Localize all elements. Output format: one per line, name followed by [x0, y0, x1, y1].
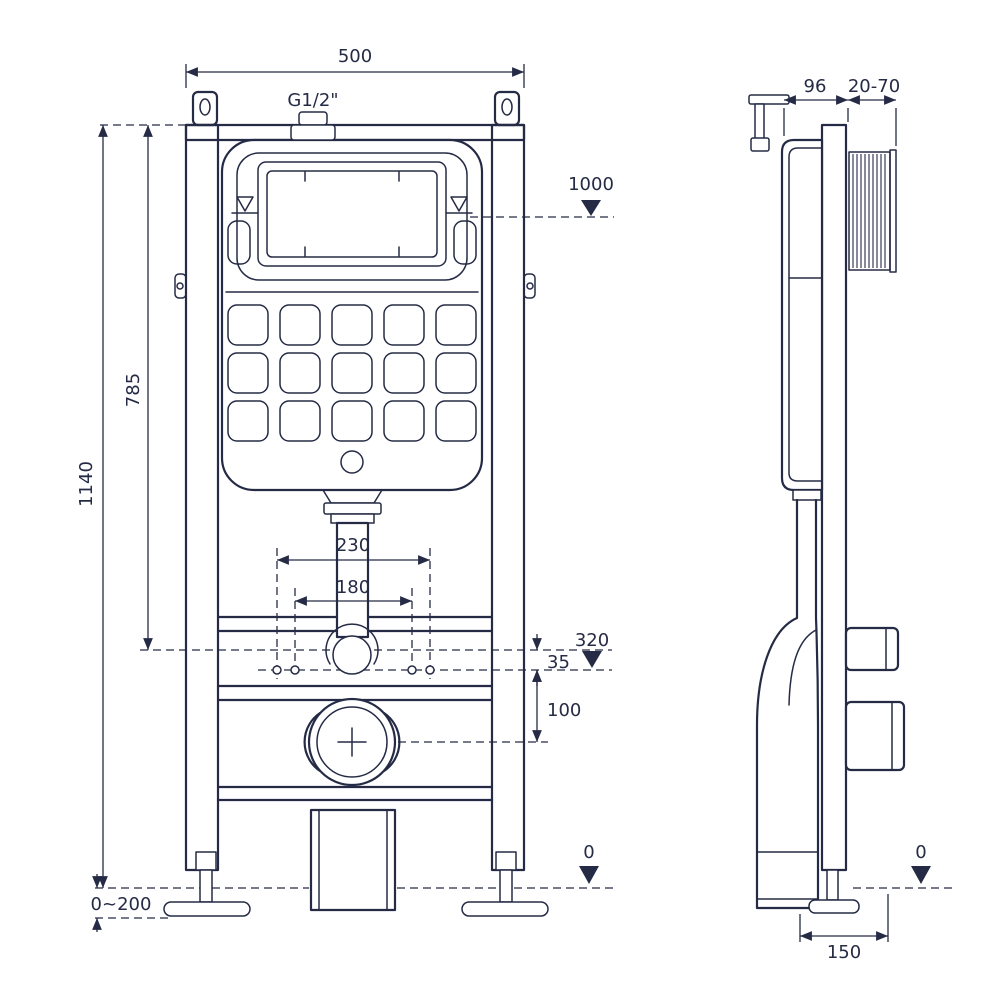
actuator-rod: [748, 94, 790, 152]
dim-35-label: 35: [547, 652, 570, 673]
outlet-funnel: [322, 489, 383, 504]
frame-top-rail: [184, 123, 526, 142]
pipe-bend-collar: [325, 623, 379, 665]
side-view: 96 20-70 0 150: [748, 76, 952, 963]
waste-outlet-inner: [316, 706, 388, 778]
wall-anchor-bracket: [848, 149, 897, 273]
side-clip-left: [227, 220, 251, 265]
cistern-side-body: [780, 138, 824, 492]
side-frame-post: [820, 123, 848, 872]
side-fixing-tab-right: [523, 273, 536, 299]
side-fixing-hole-left: [176, 282, 184, 290]
water-inlet-fitting: [290, 111, 336, 141]
inlet-spigot: [844, 626, 900, 672]
adjustable-foot-left: [163, 851, 251, 917]
pipe-flange: [323, 502, 382, 515]
outlet-box: [309, 808, 397, 912]
outlet-clamp-left: [303, 711, 322, 773]
dim-100-label: 100: [547, 700, 581, 721]
dim-20-70-label: 20-70: [848, 76, 900, 97]
dim-785-label: 785: [123, 373, 144, 407]
wall-bracket-tab-left: [191, 90, 219, 127]
adjustable-foot-right: [461, 851, 549, 917]
waste-bend: [755, 489, 822, 910]
dim-230-label: 230: [336, 535, 370, 556]
bend-outer-edge: [755, 498, 820, 910]
level-0-label-front: 0: [583, 842, 594, 863]
foot-range-label: 0~200: [91, 894, 152, 915]
bend-inner-edge: [814, 498, 820, 910]
bracket-hole-left: [199, 98, 211, 116]
outlet-spigot: [844, 700, 906, 772]
dim-500-label: 500: [338, 46, 372, 67]
cistern-drain-hole: [340, 450, 364, 474]
cistern-profile: [780, 138, 824, 492]
inlet-thread-label: G1/2": [287, 90, 338, 111]
pipe-coupler: [330, 513, 375, 524]
front-dimensions: 500 G1/2" 1000 785 1140 230 180 320 35 1…: [76, 46, 614, 932]
dim-1140-label: 1140: [76, 461, 97, 507]
connection-spigots: [844, 626, 906, 772]
cistern-body: [220, 138, 484, 492]
outlet-box-body: [309, 808, 397, 912]
flush-pipe: [322, 489, 383, 675]
side-fixing-hole-right: [526, 282, 534, 290]
side-adjustable-foot: [808, 869, 860, 914]
level-320-marker-icon: [582, 651, 602, 668]
bracket-wall-plate: [889, 149, 897, 273]
side-dimensions: 96 20-70 0 150: [783, 76, 952, 963]
flush-plate-opening: [266, 170, 438, 258]
waste-outlet: [303, 697, 401, 787]
water-level-symbol-right: [445, 196, 473, 214]
wall-bracket-tab-right: [493, 90, 521, 127]
bracket-thread-hatch: [852, 154, 886, 268]
bracket-hole-right: [501, 98, 513, 116]
cistern: [220, 138, 484, 492]
water-level-symbol-left: [231, 196, 259, 214]
side-fixing-tab-left: [174, 273, 187, 299]
pipe-bend-fitting: [332, 635, 372, 675]
level-1000-label: 1000: [568, 174, 614, 195]
dim-150-label: 150: [827, 942, 861, 963]
level-0-label-side: 0: [915, 842, 926, 863]
flush-plate-recess: [236, 152, 468, 281]
flush-plate-frame: [257, 161, 447, 267]
cistern-rib-grid: [227, 304, 477, 442]
flush-plate-ticks: [304, 171, 400, 257]
level-0-marker-icon-front: [579, 866, 599, 884]
bend-coupler: [792, 489, 822, 501]
dim-96-label: 96: [804, 76, 827, 97]
level-320-label: 320: [575, 630, 609, 651]
side-clip-right: [453, 220, 477, 265]
flush-down-pipe: [335, 521, 370, 639]
dim-180-label: 180: [336, 577, 370, 598]
frame-post-left: [184, 123, 220, 872]
fixing-hole-markers: [272, 665, 435, 675]
level-0-marker-icon-side: [911, 866, 931, 884]
front-view: 500 G1/2" 1000 785 1140 230 180 320 35 1…: [76, 46, 616, 932]
level-1000-marker-icon: [581, 200, 601, 216]
frame-post-right: [490, 123, 526, 872]
